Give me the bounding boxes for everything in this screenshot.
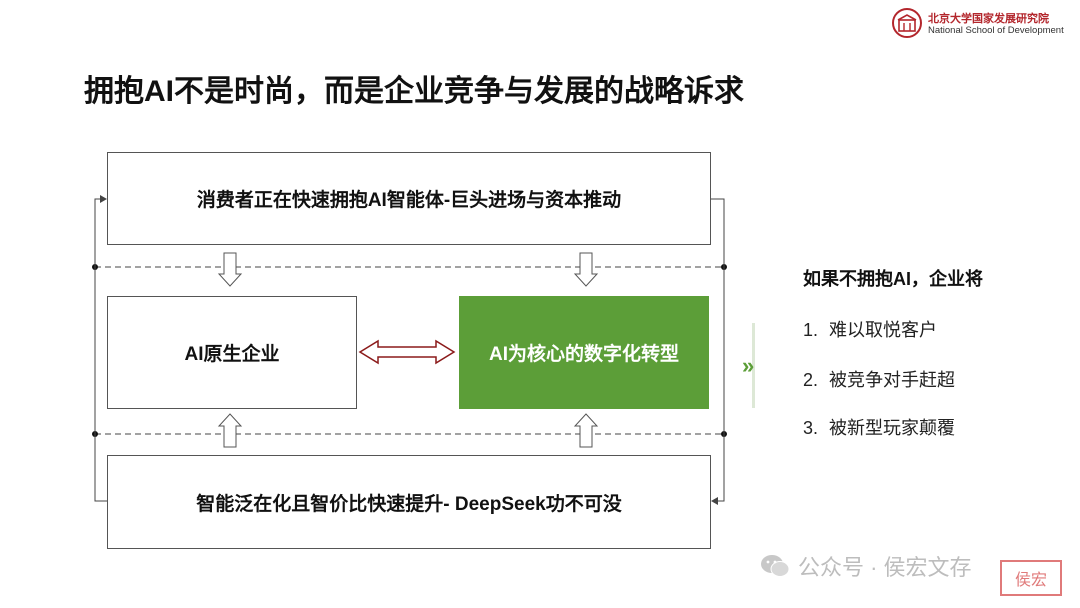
wechat-watermark: 公众号 · 侯宏文存 [760, 550, 972, 582]
list-item: 3. 被新型玩家颠覆 [803, 414, 955, 440]
left-loop-line [94, 198, 107, 502]
list-item-text: 难以取悦客户 [829, 320, 937, 340]
intelligence-ubiquity-box: 智能泛在化且智价比快速提升- DeepSeek功不可没 [107, 455, 711, 549]
right-loop-line [711, 198, 725, 502]
list-item-text: 被新型玩家颠覆 [829, 418, 955, 438]
slide-title: 拥抱AI不是时尚，而是企业竞争与发展的战略诉求 [84, 75, 744, 108]
double-chevron-icon: » [742, 353, 755, 378]
school-name-cn: 北京大学国家发展研究院 [928, 13, 1049, 25]
up-arrow-left [217, 413, 243, 448]
up-arrow-right [573, 413, 599, 448]
down-arrow-right [573, 252, 599, 287]
bidirectional-arrow [358, 339, 456, 365]
down-arrow-left [217, 252, 243, 287]
list-accent-bar [752, 323, 755, 408]
school-name-en: National School of Development [928, 25, 1064, 36]
school-logo-seal [892, 8, 922, 38]
ai-transformation-box: AI为核心的数字化转型 [459, 296, 709, 409]
list-item: 1. 难以取悦客户 [803, 316, 937, 342]
gate-icon [897, 14, 917, 32]
list-item-text: 被竞争对手赶超 [829, 370, 955, 390]
list-item-number: 3. [803, 418, 819, 438]
consequence-title: 如果不拥抱AI，企业将 [803, 269, 983, 289]
watermark-text: 公众号 · 侯宏文存 [798, 555, 972, 580]
list-item: 2. 被竞争对手赶超 [803, 366, 955, 392]
list-item-number: 1. [803, 320, 819, 340]
seal-stamp: 侯宏 [1000, 560, 1062, 596]
list-item-number: 2. [803, 370, 819, 390]
wechat-icon [761, 555, 790, 577]
ai-native-box: AI原生企业 [107, 296, 357, 409]
consumer-adoption-box: 消费者正在快速拥抱AI智能体-巨头进场与资本推动 [107, 152, 711, 245]
